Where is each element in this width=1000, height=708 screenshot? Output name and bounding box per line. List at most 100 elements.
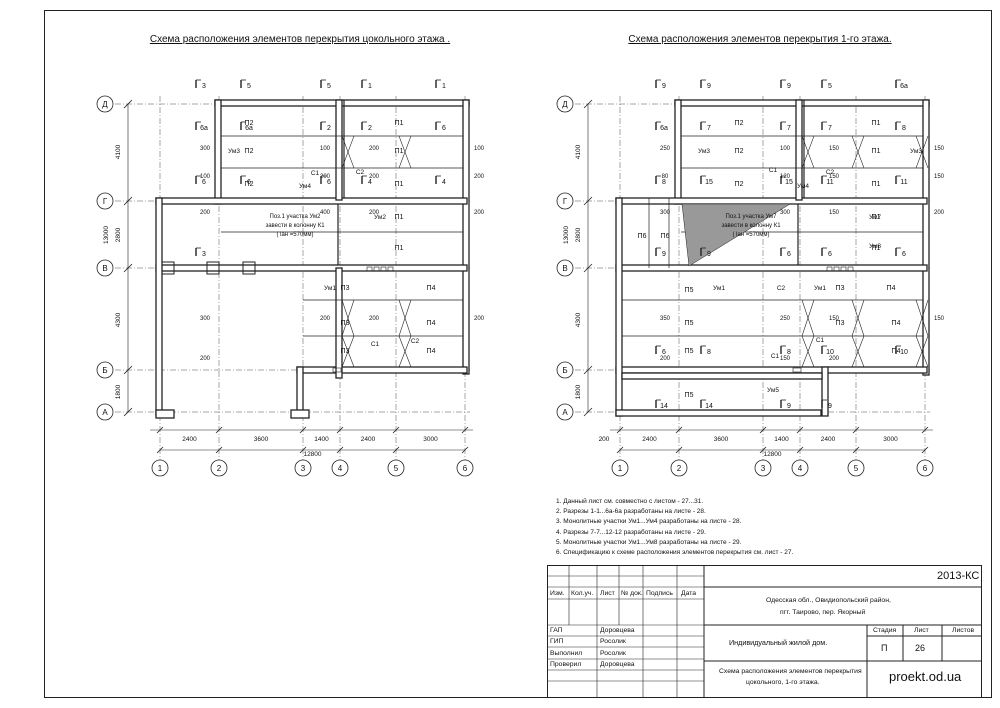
col-axis-marker [611, 459, 629, 477]
monolith-label: С2 [777, 285, 786, 292]
stamp-person: Доровцева [600, 661, 635, 668]
title-block: Изм. Кол.уч. Лист № док. Подпись Дата ГА… [547, 565, 982, 698]
dim-value: 200 [474, 316, 485, 322]
section-label: 8 [787, 349, 791, 356]
note-line: 2. Разрезы 1-1...6а-6а разработаны на ли… [556, 508, 706, 516]
section-label: 3 [202, 251, 206, 258]
section-label: 2 [368, 125, 372, 132]
dim-tick [299, 426, 307, 434]
col-axis-marker-label: 2 [217, 464, 222, 473]
slab-label: П5 [685, 392, 694, 399]
dim-value: 150 [780, 356, 791, 362]
col-axis-marker-label: 4 [798, 464, 803, 473]
monolith-label: С1 [769, 167, 778, 174]
dim-value: 400 [320, 210, 331, 216]
wall-segment [155, 197, 163, 417]
section-label: 15 [705, 179, 713, 186]
column-note: завести в колонну К1 [721, 223, 781, 229]
slab-label: П1 [395, 148, 404, 155]
col-dim-total: 12800 [763, 451, 781, 458]
vent-block [847, 266, 854, 272]
monolith-brace [851, 135, 865, 169]
col-axis-marker-label: 6 [923, 464, 928, 473]
section-label: 9 [828, 403, 832, 410]
dim-value: 200 [474, 210, 485, 216]
col-dim: 2400 [182, 436, 197, 443]
vent-block [792, 367, 802, 373]
row-dim-total: 13000 [103, 226, 110, 244]
section-label: 8 [902, 125, 906, 132]
dim-tick [675, 426, 683, 434]
monolith-brace [851, 335, 865, 368]
slab-label: П3 [341, 285, 350, 292]
slab-label: П1 [395, 214, 404, 221]
row-dim: 4100 [115, 144, 122, 159]
note-line: 5. Монолитные участки Ум1...Ум8 разработ… [556, 538, 742, 546]
wall-segment [290, 409, 310, 419]
row-axis-marker [96, 192, 114, 210]
monolith-label: С1 [771, 353, 780, 360]
dim-tick [583, 407, 593, 417]
col-dim: 1400 [314, 436, 329, 443]
section-label: 6 [902, 251, 906, 258]
stamp-role: Проверил [550, 661, 582, 668]
slab-label: П1 [872, 120, 881, 127]
column [161, 261, 175, 275]
wall-segment [615, 197, 623, 417]
wall-segment [615, 366, 928, 374]
row-dim-total: 13000 [563, 226, 570, 244]
section-label: 11 [826, 179, 833, 186]
dim-value: 200 [369, 316, 380, 322]
row-axis-marker [96, 403, 114, 421]
dim-tick [583, 99, 593, 109]
dim-value: 100 [320, 146, 331, 152]
dim-value: 200 [320, 316, 331, 322]
dim-value: 150 [829, 316, 840, 322]
monolith-label: С2 [356, 169, 365, 176]
row-axis-marker [556, 403, 574, 421]
monolith-brace [915, 335, 929, 368]
row-dim: 4300 [115, 312, 122, 327]
wall-segment [821, 366, 829, 417]
note-line: 6. Спецификацию к схеме расположения эле… [556, 549, 794, 557]
monolith-brace [851, 299, 865, 337]
section-label: 7 [707, 125, 711, 132]
section-label: 9 [662, 251, 666, 258]
dim-value: 300 [200, 316, 211, 322]
row-axis-marker-label: Б [102, 366, 107, 375]
site-url: proekt.od.ua [889, 669, 962, 684]
dim-value: 150 [829, 210, 840, 216]
col-axis-marker-label: 4 [338, 464, 343, 473]
col-dim: 3600 [714, 436, 729, 443]
section-label: 6 [828, 251, 832, 258]
stamp-person: Росолик [600, 638, 626, 645]
monolith-brace [398, 335, 412, 368]
dim-tick [336, 446, 344, 454]
monolith-brace [801, 135, 815, 169]
slab-label: П3 [836, 320, 845, 327]
col-dim: 200 [599, 436, 610, 443]
dim-tick [123, 407, 133, 417]
dim-value: 200 [829, 356, 840, 362]
dim-value: 80 [662, 174, 669, 180]
stamp-person: Доровцева [600, 627, 635, 634]
dim-tick [336, 426, 344, 434]
dim-tick [123, 196, 133, 206]
column-note: ( lан =570мм) [732, 232, 769, 238]
wall-segment [674, 99, 682, 205]
col-dim: 2400 [361, 436, 376, 443]
section-label: 4 [442, 179, 446, 186]
section-label: 6а [245, 125, 253, 132]
slab-label: П4 [887, 285, 896, 292]
dim-tick [759, 426, 767, 434]
wall-segment [296, 366, 304, 417]
col-dim: 3600 [254, 436, 269, 443]
dim-value: 150 [934, 146, 945, 152]
slab-label: П2 [735, 120, 744, 127]
monolith-brace [398, 299, 412, 337]
section-label: 5 [327, 83, 331, 90]
slab-label: П1 [872, 181, 881, 188]
dim-value: 300 [780, 210, 791, 216]
dim-tick [123, 99, 133, 109]
stamp-address: Одесская обл., Овидиопольский район, [766, 597, 891, 604]
